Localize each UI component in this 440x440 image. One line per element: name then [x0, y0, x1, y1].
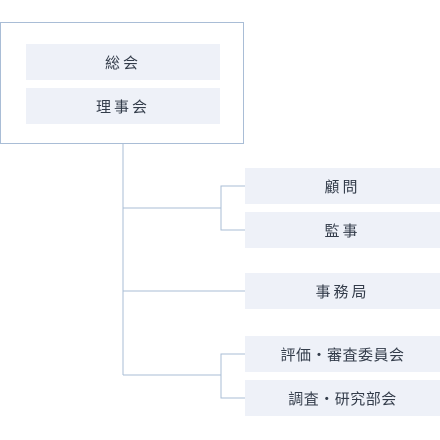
board-of-directors-box: 理事会 [26, 88, 220, 124]
research-subcommittee-box: 調査・研究部会 [245, 380, 440, 416]
advisor-box: 顧問 [245, 168, 440, 204]
evaluation-review-committee-box: 評価・審査委員会 [245, 336, 440, 372]
auditor-box: 監事 [245, 212, 440, 248]
secretariat-box: 事務局 [245, 273, 440, 309]
branch-1-bracket [220, 185, 245, 231]
branch-3-bracket [220, 353, 245, 399]
general-meeting-box: 総会 [26, 44, 220, 80]
